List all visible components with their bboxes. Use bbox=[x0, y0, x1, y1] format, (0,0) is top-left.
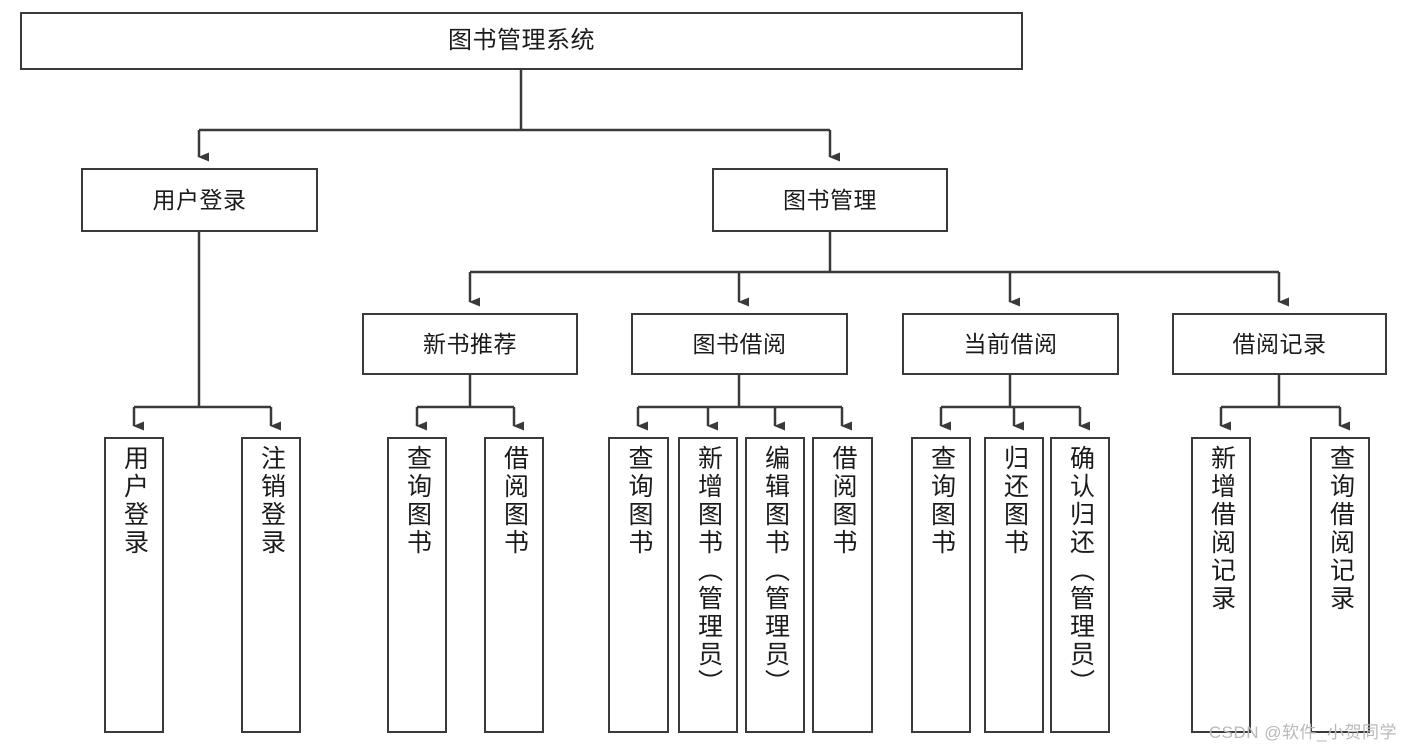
watermark-label: CSDN @软件_小贺同学 bbox=[1208, 723, 1397, 742]
node-leaf-10-label: 确认归还（管理员） bbox=[1066, 445, 1095, 697]
node-leaf-12-label: 查询借阅记录 bbox=[1326, 445, 1355, 613]
node-leaf-7[interactable]: 借阅图书 bbox=[812, 437, 873, 733]
node-leaf-11-label: 新增借阅记录 bbox=[1207, 445, 1236, 613]
node-level3-2-label: 当前借阅 bbox=[963, 330, 1058, 357]
node-leaf-8[interactable]: 查询图书 bbox=[911, 437, 971, 733]
node-leaf-7-label: 借阅图书 bbox=[829, 445, 857, 557]
node-leaf-2-label: 查询图书 bbox=[403, 445, 432, 557]
node-leaf-12[interactable]: 查询借阅记录 bbox=[1310, 437, 1370, 733]
node-level2-0[interactable]: 用户登录 bbox=[81, 168, 318, 232]
node-level2-1-label: 图书管理 bbox=[783, 186, 877, 213]
node-leaf-5[interactable]: 新增图书（管理员） bbox=[678, 437, 738, 733]
node-level3-0[interactable]: 新书推荐 bbox=[362, 313, 578, 375]
node-leaf-9[interactable]: 归还图书 bbox=[984, 437, 1044, 733]
node-root-label: 图书管理系统 bbox=[448, 27, 595, 55]
node-level3-3[interactable]: 借阅记录 bbox=[1172, 313, 1387, 375]
node-leaf-3-label: 借阅图书 bbox=[500, 445, 529, 557]
node-level2-1[interactable]: 图书管理 bbox=[712, 168, 948, 232]
node-leaf-0-label: 用户登录 bbox=[120, 445, 149, 557]
node-level3-2[interactable]: 当前借阅 bbox=[902, 313, 1119, 375]
node-level3-1-label: 图书借阅 bbox=[692, 330, 787, 357]
node-leaf-4-label: 查询图书 bbox=[625, 445, 653, 557]
node-leaf-2[interactable]: 查询图书 bbox=[387, 437, 447, 733]
node-leaf-9-label: 归还图书 bbox=[1000, 445, 1029, 557]
node-leaf-5-label: 新增图书（管理员） bbox=[694, 445, 723, 697]
node-leaf-10[interactable]: 确认归还（管理员） bbox=[1050, 437, 1110, 733]
node-leaf-6-label: 编辑图书（管理员） bbox=[761, 445, 790, 697]
node-leaf-4[interactable]: 查询图书 bbox=[608, 437, 669, 733]
node-level3-1[interactable]: 图书借阅 bbox=[631, 313, 848, 375]
node-root[interactable]: 图书管理系统 bbox=[20, 12, 1023, 70]
node-leaf-1[interactable]: 注销登录 bbox=[241, 437, 301, 733]
node-level3-3-label: 借阅记录 bbox=[1232, 330, 1327, 357]
node-leaf-3[interactable]: 借阅图书 bbox=[484, 437, 544, 733]
node-leaf-6[interactable]: 编辑图书（管理员） bbox=[745, 437, 805, 733]
node-level3-0-label: 新书推荐 bbox=[423, 330, 517, 357]
node-leaf-8-label: 查询图书 bbox=[927, 445, 956, 557]
node-leaf-1-label: 注销登录 bbox=[257, 445, 286, 557]
node-leaf-11[interactable]: 新增借阅记录 bbox=[1191, 437, 1251, 733]
node-level2-0-label: 用户登录 bbox=[152, 186, 247, 213]
node-leaf-0[interactable]: 用户登录 bbox=[104, 437, 164, 733]
